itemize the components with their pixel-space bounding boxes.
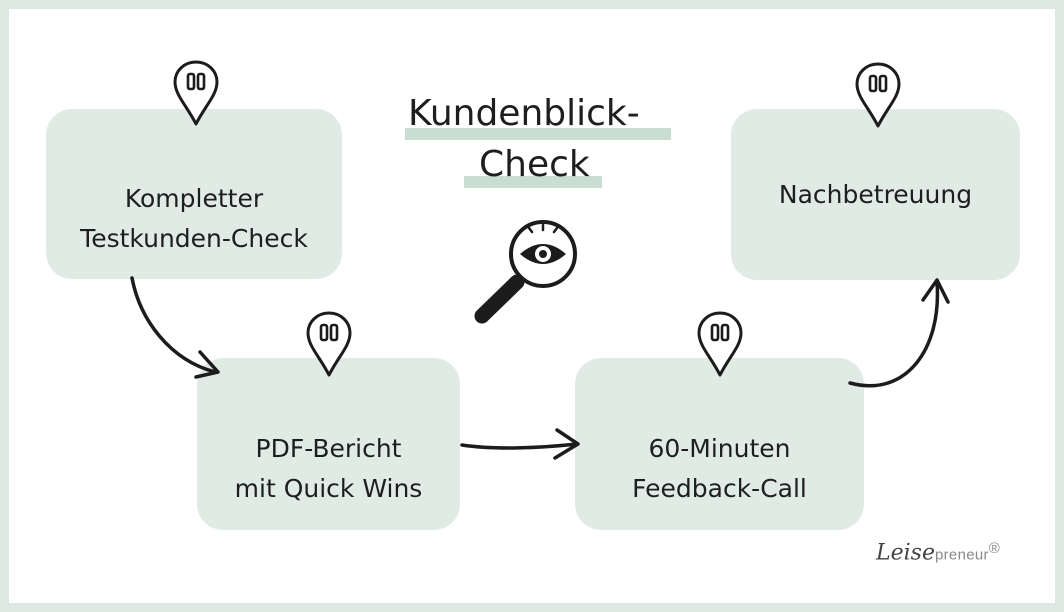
arrow-icon	[460, 428, 580, 460]
arrow-icon	[848, 278, 950, 388]
brand-logo: Leisepreneur®	[876, 540, 1000, 565]
map-pin-icon	[855, 62, 901, 128]
title-highlight-2	[464, 176, 602, 188]
step-box-testkunden-check: Kompletter Testkunden-Check	[46, 109, 342, 279]
magnifier-eye-icon	[474, 220, 577, 324]
step-2-line-2: mit Quick Wins	[234, 474, 423, 503]
diagram-title-line-2: Check	[479, 144, 590, 185]
brand-script: Leise	[876, 540, 935, 566]
step-box-nachbetreuung: Nachbetreuung	[731, 109, 1020, 280]
step-1-line-1: Kompletter	[124, 184, 264, 213]
brand-rest: preneur	[934, 546, 989, 564]
step-3-line-1: 60-Minuten	[648, 434, 791, 463]
brand-registered-mark: ®	[988, 540, 1001, 557]
map-pin-icon	[173, 60, 219, 126]
step-2-line-1: PDF-Bericht	[255, 434, 402, 463]
step-1-line-2: Testkunden-Check	[80, 224, 308, 253]
title-highlight-1	[405, 128, 671, 140]
arrow-icon	[130, 276, 220, 379]
step-4-line-1: Nachbetreuung	[778, 179, 973, 209]
step-box-feedback-call: 60-Minuten Feedback-Call	[575, 358, 864, 530]
step-box-pdf-bericht: PDF-Bericht mit Quick Wins	[197, 358, 460, 530]
map-pin-icon	[306, 311, 352, 377]
step-3-line-2: Feedback-Call	[632, 474, 807, 503]
diagram-title-line-1: Kundenblick-	[408, 93, 640, 134]
map-pin-icon	[697, 311, 743, 377]
